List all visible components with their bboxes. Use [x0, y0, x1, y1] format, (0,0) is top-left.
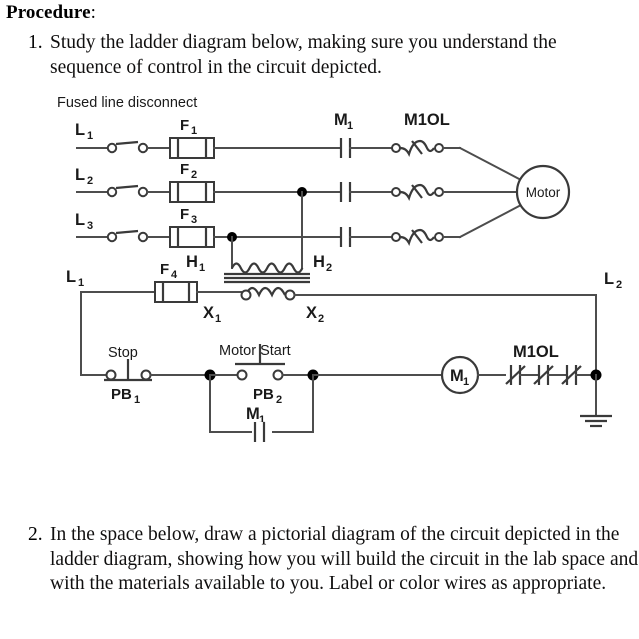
- line-1-label: L: [75, 121, 85, 139]
- overload-heater-3: [391, 228, 444, 246]
- page-title: Procedure:: [6, 2, 96, 24]
- line-3-label: L: [75, 211, 85, 229]
- fuse-f1-label-sub: 1: [191, 125, 197, 137]
- motor-load: Motor: [515, 164, 571, 220]
- transformer-x2-label-sub: 2: [318, 313, 324, 325]
- list-item-2-text: In the space below, draw a pictorial dia…: [50, 524, 639, 594]
- disconnect-switch-3[interactable]: [106, 229, 149, 243]
- diagram-caption: Fused line disconnect: [57, 95, 197, 111]
- motor-label: Motor: [526, 185, 561, 200]
- ladder-diagram: Fused line disconnect L 1: [0, 92, 639, 472]
- start-title: Motor Start: [219, 343, 291, 359]
- fuse-f1-label: F: [180, 117, 189, 134]
- contactor-coil-m1: M 1: [440, 355, 480, 395]
- fuse-f2-label-sub: 2: [191, 169, 197, 181]
- power-line-3: L 3 F 3: [75, 202, 525, 248]
- fuse-f1: F 1: [169, 117, 215, 159]
- list-item-1-number: 1.: [28, 32, 43, 53]
- overload-heater-2: [391, 183, 444, 201]
- transformer-h1-label: H: [186, 253, 198, 271]
- transformer-h2-label-sub: 2: [326, 262, 332, 274]
- stop-pushbutton[interactable]: Stop PB 1: [104, 345, 152, 406]
- seal-contact-label-sub: 1: [259, 414, 265, 426]
- line-2-label-sub: 2: [87, 175, 93, 187]
- line-2-label: L: [75, 166, 85, 184]
- power-line-2: L 2 F 2: [75, 161, 520, 203]
- list-item-2-number: 2.: [28, 524, 43, 545]
- m1-contact-label: M: [334, 111, 348, 129]
- page-title-text: Procedure: [6, 2, 91, 23]
- start-device-label-sub: 2: [276, 394, 282, 406]
- contactor-contact-m1-line1: M 1: [334, 111, 353, 158]
- control-l2-label: L: [604, 270, 614, 288]
- stop-device-label-sub: 1: [134, 394, 140, 406]
- fuse-f2: F 2: [169, 161, 215, 203]
- contactor-contact-m1-line3: [339, 227, 352, 247]
- terminal-x2: [284, 289, 296, 301]
- control-rung: Stop PB 1 Motor Start: [80, 343, 612, 442]
- control-l1-label-sub: 1: [78, 277, 84, 289]
- contactor-contact-m1-line2: [339, 182, 352, 202]
- page-title-colon: :: [90, 2, 97, 23]
- start-pushbutton[interactable]: Motor Start PB 2: [209, 343, 291, 406]
- overload-contacts-m1ol: M1OL: [505, 343, 582, 385]
- transformer-h2-label: H: [313, 253, 325, 271]
- disconnect-switch-2[interactable]: [106, 184, 149, 198]
- disconnect-switch-1[interactable]: [106, 140, 149, 154]
- control-l1-label: L: [66, 268, 76, 286]
- power-line-1: L 1 F 1: [75, 111, 525, 183]
- earth-ground-icon: [580, 374, 612, 428]
- fuse-f3-label: F: [180, 206, 189, 223]
- stop-device-label: PB: [111, 386, 132, 403]
- stop-title: Stop: [108, 345, 138, 361]
- seal-in-branch: M 1: [209, 374, 314, 442]
- fuse-f3-label-sub: 3: [191, 214, 197, 226]
- fuse-f4-label: F: [160, 261, 169, 278]
- transformer-primary-winding: [231, 262, 304, 274]
- line-1-label-sub: 1: [87, 130, 93, 142]
- control-rail: L 1 F 4 L 2: [66, 261, 622, 376]
- fuse-f4-label-sub: 4: [171, 269, 178, 281]
- coil-label-sub: 1: [463, 376, 469, 388]
- coil-label: M: [450, 367, 464, 385]
- control-l2-label-sub: 2: [616, 279, 622, 291]
- transformer-secondary-winding: [244, 286, 286, 298]
- transformer-x2-label: X: [306, 304, 317, 322]
- fuse-f3: F 3: [169, 206, 215, 248]
- list-item-1-text: Study the ladder diagram below, making s…: [50, 32, 557, 78]
- terminal-x1: [240, 289, 252, 301]
- m1-contact-label-sub: 1: [347, 120, 353, 132]
- overload-heater-label: M1OL: [404, 111, 450, 129]
- overload-heater-1: M1OL: [391, 111, 450, 157]
- transformer-x1-label: X: [203, 304, 214, 322]
- transformer-h1-label-sub: 1: [199, 262, 205, 274]
- control-transformer: H 1 H 2 X 1 X 2: [186, 191, 332, 325]
- line-3-label-sub: 3: [87, 220, 93, 232]
- fuse-f2-label: F: [180, 161, 189, 178]
- start-device-label: PB: [253, 386, 274, 403]
- seal-contact-label: M: [246, 405, 260, 423]
- transformer-x1-label-sub: 1: [215, 313, 221, 325]
- overload-contacts-label: M1OL: [513, 343, 559, 361]
